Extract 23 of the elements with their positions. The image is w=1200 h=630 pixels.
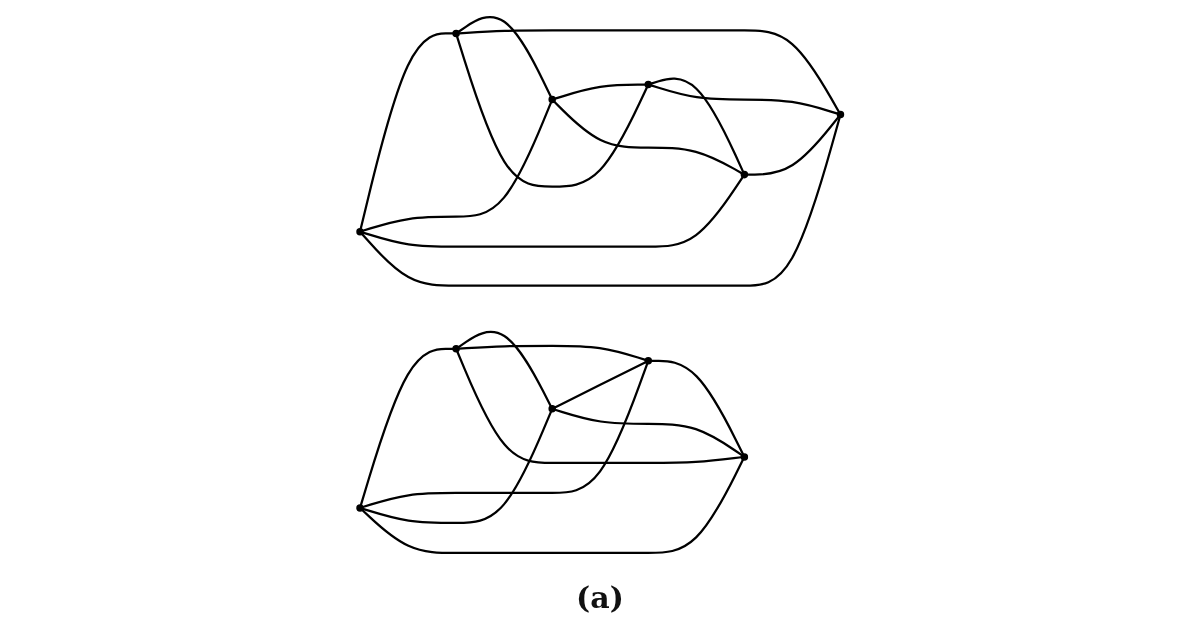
connector [360, 117, 841, 287]
connector [362, 176, 744, 248]
connector [456, 351, 742, 464]
connector [554, 83, 646, 100]
connector [362, 411, 552, 525]
connector [359, 347, 453, 506]
connector [650, 77, 744, 173]
connector [455, 36, 648, 188]
connector [554, 408, 743, 457]
connector [361, 459, 744, 555]
connector [362, 101, 552, 232]
caption: (a) [576, 580, 624, 615]
connector [457, 15, 552, 98]
connector [554, 361, 646, 409]
connector [458, 344, 646, 361]
connector [553, 100, 743, 175]
connector [457, 330, 552, 407]
connector [458, 29, 840, 113]
connector [651, 359, 744, 455]
connector [362, 363, 649, 509]
connector [359, 32, 453, 230]
connector [650, 84, 838, 115]
connector [747, 116, 840, 176]
